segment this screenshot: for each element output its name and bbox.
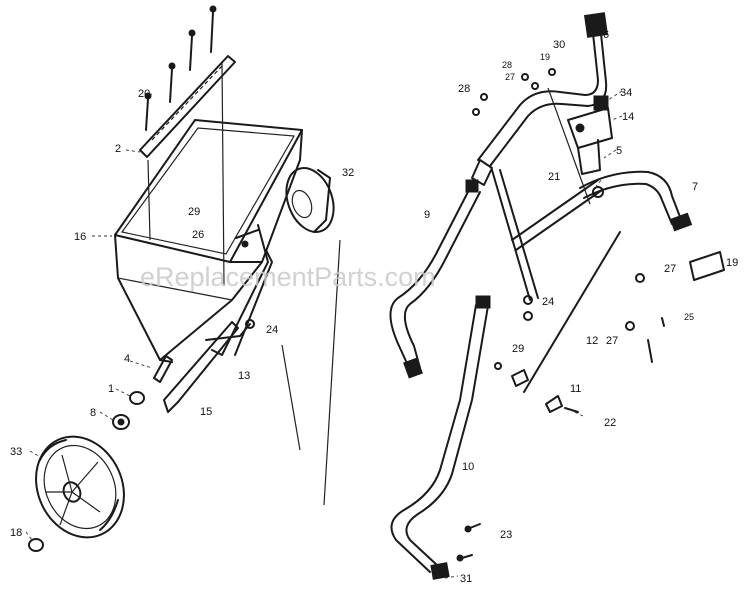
upper-handle [471,12,608,186]
callout-8: 8 [90,407,96,419]
rear-wheel [285,167,335,233]
callout-1: 1 [108,383,114,395]
callout-29-lower: 29 [512,343,524,355]
callout-5: 5 [616,145,622,157]
callout-34: 34 [620,87,632,99]
screw-icon [209,5,217,53]
hub-cap [28,538,44,552]
agitator-bar [139,55,236,158]
callout-4: 4 [124,353,130,365]
callout-13: 13 [238,370,250,382]
right-handle [579,170,725,281]
callout-22: 22 [604,417,616,429]
callout-32: 32 [342,167,354,179]
front-wheel [35,435,125,539]
callout-28-left: 28 [458,83,470,95]
callout-2: 2 [115,143,121,155]
callout-15: 15 [200,406,212,418]
callout-27-lower: 27 [606,335,618,347]
callout-16: 16 [74,231,86,243]
callout-24-strut: 24 [542,296,554,308]
center-tube [389,179,481,379]
callout-19-top: 19 [540,52,550,62]
callout-19-grip: 19 [726,257,738,269]
screw-icon [188,29,196,71]
control-rod [523,231,621,393]
callout-14: 14 [622,111,634,123]
callout-31: 31 [460,573,472,585]
hopper [114,61,303,363]
callout-23: 23 [500,529,512,541]
lower-handle [390,295,491,580]
screw-icon [168,62,176,103]
leader-lines [25,90,623,579]
axle-parts [112,355,173,430]
callout-27-top: 27 [505,72,515,82]
callout-7: 7 [692,181,698,193]
callout-10: 10 [462,461,474,473]
callout-21-bracket: 21 [548,171,560,183]
screws [144,5,217,131]
callout-24-frame: 24 [266,324,278,336]
callout-27-right: 27 [664,263,676,275]
callout-33: 33 [10,446,22,458]
callout-25: 25 [684,312,694,322]
spreader-frame [163,224,273,413]
callout-labels: 20 2 16 29 26 32 4 1 8 33 18 24 13 15 28… [10,29,738,585]
callout-11: 11 [570,383,581,395]
side-strut [491,87,603,321]
callout-9: 9 [424,209,430,221]
callout-29-hopper: 29 [188,206,200,218]
callout-6: 6 [603,29,609,41]
callout-20: 20 [138,88,150,100]
callout-26: 26 [192,229,204,241]
small-hardware [456,68,665,562]
callout-28-top: 28 [502,60,512,70]
callout-12: 12 [586,335,598,347]
control-bracket [567,95,613,198]
watermark-text: eReplacementParts.com [140,262,436,292]
callout-30: 30 [553,39,565,51]
callout-18: 18 [10,527,22,539]
